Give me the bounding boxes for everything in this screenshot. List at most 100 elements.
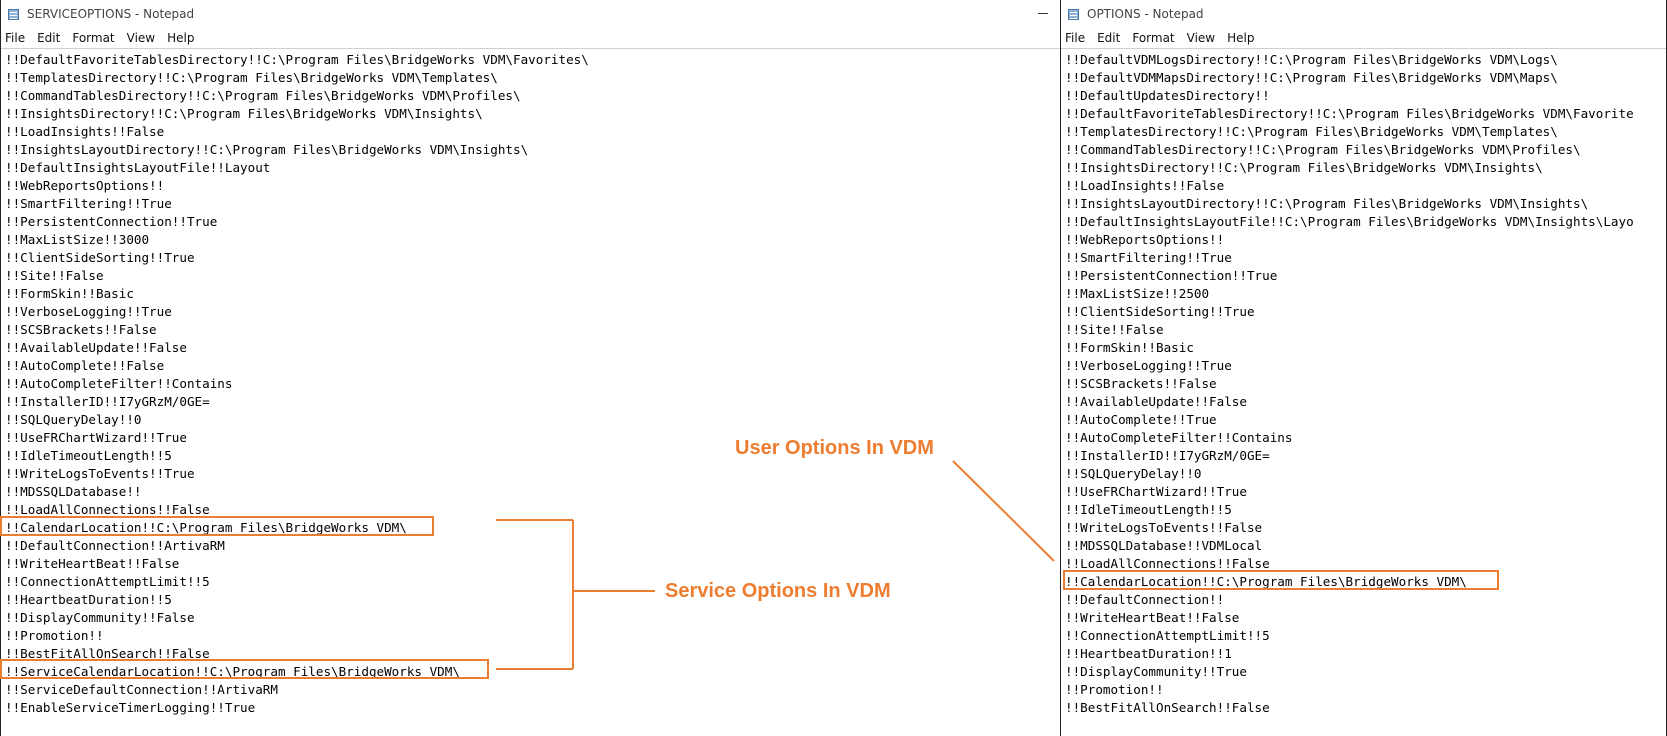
menu-bar: File Edit Format View Help <box>1 28 1060 48</box>
text-line: !!SQLQueryDelay!!0 <box>1065 466 1202 481</box>
text-line: !!PersistentConnection!!True <box>1065 268 1278 283</box>
text-line: !!FormSkin!!Basic <box>1065 340 1194 355</box>
text-line: !!DefaultInsightsLayoutFile!!C:\Program … <box>1065 214 1634 229</box>
menu-view[interactable]: View <box>1186 31 1216 45</box>
menu-bar: File Edit Format View Help <box>1061 28 1666 48</box>
text-line: !!WriteLogsToEvents!!True <box>5 466 195 481</box>
text-line: !!ServiceCalendarLocation!!C:\Program Fi… <box>5 664 460 679</box>
menu-edit[interactable]: Edit <box>37 31 61 45</box>
text-line: !!TemplatesDirectory!!C:\Program Files\B… <box>1065 124 1558 139</box>
text-line: !!BestFitAllOnSearch!!False <box>1065 700 1270 715</box>
window-title: SERVICEOPTIONS - Notepad <box>27 7 195 21</box>
text-line: !!DefaultUpdatesDirectory!! <box>1065 88 1270 103</box>
text-line: !!DefaultVDMMapsDirectory!!C:\Program Fi… <box>1065 70 1558 85</box>
text-line: !!AvailableUpdate!!False <box>5 340 187 355</box>
text-line: !!ClientSideSorting!!True <box>1065 304 1255 319</box>
text-line: !!DefaultFavoriteTablesDirectory!!C:\Pro… <box>5 52 589 67</box>
notepad-icon <box>1067 7 1081 21</box>
menu-view[interactable]: View <box>126 31 156 45</box>
text-line: !!IdleTimeoutLength!!5 <box>5 448 172 463</box>
text-line: !!IdleTimeoutLength!!5 <box>1065 502 1232 517</box>
text-line: !!InsightsDirectory!!C:\Program Files\Br… <box>5 106 483 121</box>
text-line: !!WriteLogsToEvents!!False <box>1065 520 1263 535</box>
text-line: !!VerboseLogging!!True <box>1065 358 1232 373</box>
title-bar[interactable]: SERVICEOPTIONS - Notepad <box>1 0 1060 28</box>
text-line: !!InsightsDirectory!!C:\Program Files\Br… <box>1065 160 1543 175</box>
service-options-notepad-window: SERVICEOPTIONS - Notepad File Edit Forma… <box>0 0 1061 736</box>
text-line: !!WriteHeartBeat!!False <box>5 556 180 571</box>
text-line: !!BestFitAllOnSearch!!False <box>5 646 210 661</box>
text-editor[interactable]: !!DefaultVDMLogsDirectory!!C:\Program Fi… <box>1061 48 1666 717</box>
text-line: !!LoadInsights!!False <box>5 124 165 139</box>
text-line: !!AutoComplete!!True <box>1065 412 1217 427</box>
text-line: !!HeartbeatDuration!!1 <box>1065 646 1232 661</box>
text-line: !!CalendarLocation!!C:\Program Files\Bri… <box>1065 574 1467 589</box>
text-line: !!AutoCompleteFilter!!Contains <box>1065 430 1293 445</box>
text-line: !!InstallerID!!I7yGRzM/0GE= <box>5 394 210 409</box>
title-bar[interactable]: OPTIONS - Notepad <box>1061 0 1666 28</box>
text-line: !!AutoCompleteFilter!!Contains <box>5 376 233 391</box>
text-line: !!FormSkin!!Basic <box>5 286 134 301</box>
text-line: !!SmartFiltering!!True <box>5 196 172 211</box>
text-line: !!HeartbeatDuration!!5 <box>5 592 172 607</box>
text-line: !!EnableServiceTimerLogging!!True <box>5 700 256 715</box>
minimize-icon[interactable] <box>1034 4 1052 22</box>
service-calendar-location-highlight <box>0 659 489 679</box>
service-options-label: Service Options In VDM <box>665 580 891 602</box>
menu-edit[interactable]: Edit <box>1097 31 1121 45</box>
options-notepad-window: OPTIONS - Notepad File Edit Format View … <box>1061 0 1667 736</box>
text-line: !!ConnectionAttemptLimit!!5 <box>1065 628 1270 643</box>
menu-format[interactable]: Format <box>72 31 115 45</box>
text-line: !!SCSBrackets!!False <box>1065 376 1217 391</box>
text-line: !!SQLQueryDelay!!0 <box>5 412 142 427</box>
text-line: !!ConnectionAttemptLimit!!5 <box>5 574 210 589</box>
text-line: !!Site!!False <box>1065 322 1164 337</box>
menu-format[interactable]: Format <box>1132 31 1175 45</box>
text-line: !!Promotion!! <box>1065 682 1164 697</box>
text-line: !!SmartFiltering!!True <box>1065 250 1232 265</box>
text-line: !!InsightsLayoutDirectory!!C:\Program Fi… <box>1065 196 1589 211</box>
text-line: !!DisplayCommunity!!False <box>5 610 195 625</box>
text-line: !!PersistentConnection!!True <box>5 214 218 229</box>
text-line: !!UseFRChartWizard!!True <box>1065 484 1247 499</box>
text-line: !!AutoComplete!!False <box>5 358 165 373</box>
text-line: !!Promotion!! <box>5 628 104 643</box>
text-line: !!WriteHeartBeat!!False <box>1065 610 1240 625</box>
text-line: !!LoadAllConnections!!False <box>5 502 210 517</box>
window-title: OPTIONS - Notepad <box>1087 7 1204 21</box>
text-line: !!DefaultFavoriteTablesDirectory!!C:\Pro… <box>1065 106 1634 121</box>
menu-file[interactable]: File <box>1065 31 1086 45</box>
text-line: !!LoadInsights!!False <box>1065 178 1225 193</box>
text-line: !!InsightsLayoutDirectory!!C:\Program Fi… <box>5 142 529 157</box>
menu-file[interactable]: File <box>5 31 26 45</box>
text-line: !!CalendarLocation!!C:\Program Files\Bri… <box>5 520 407 535</box>
text-line: !!CommandTablesDirectory!!C:\Program Fil… <box>1065 142 1581 157</box>
text-line: !!WebReportsOptions!! <box>1065 232 1225 247</box>
text-line: !!UseFRChartWizard!!True <box>5 430 187 445</box>
text-line: !!Site!!False <box>5 268 104 283</box>
user-options-label: User Options In VDM <box>735 437 934 459</box>
menu-help[interactable]: Help <box>167 31 195 45</box>
text-line: !!VerboseLogging!!True <box>5 304 172 319</box>
text-line: !!TemplatesDirectory!!C:\Program Files\B… <box>5 70 498 85</box>
text-line: !!DefaultVDMLogsDirectory!!C:\Program Fi… <box>1065 52 1558 67</box>
text-line: !!MaxListSize!!3000 <box>5 232 150 247</box>
menu-help[interactable]: Help <box>1227 31 1255 45</box>
text-line: !!MaxListSize!!2500 <box>1065 286 1210 301</box>
text-editor[interactable]: !!DefaultFavoriteTablesDirectory!!C:\Pro… <box>1 48 1060 717</box>
text-line: !!ServiceDefaultConnection!!ArtivaRM <box>5 682 278 697</box>
text-line: !!SCSBrackets!!False <box>5 322 157 337</box>
text-line: !!ClientSideSorting!!True <box>5 250 195 265</box>
user-calendar-location-highlight <box>1063 570 1499 590</box>
text-line: !!AvailableUpdate!!False <box>1065 394 1247 409</box>
calendar-location-highlight <box>0 516 434 536</box>
text-line: !!InstallerID!!I7yGRzM/0GE= <box>1065 448 1270 463</box>
text-line: !!DisplayCommunity!!True <box>1065 664 1247 679</box>
text-line: !!CommandTablesDirectory!!C:\Program Fil… <box>5 88 521 103</box>
text-line: !!MDSSQLDatabase!!VDMLocal <box>1065 538 1263 553</box>
text-line: !!LoadAllConnections!!False <box>1065 556 1270 571</box>
text-line: !!DefaultConnection!!ArtivaRM <box>5 538 225 553</box>
text-line: !!MDSSQLDatabase!! <box>5 484 142 499</box>
text-line: !!WebReportsOptions!! <box>5 178 165 193</box>
text-line: !!DefaultInsightsLayoutFile!!Layout <box>5 160 271 175</box>
